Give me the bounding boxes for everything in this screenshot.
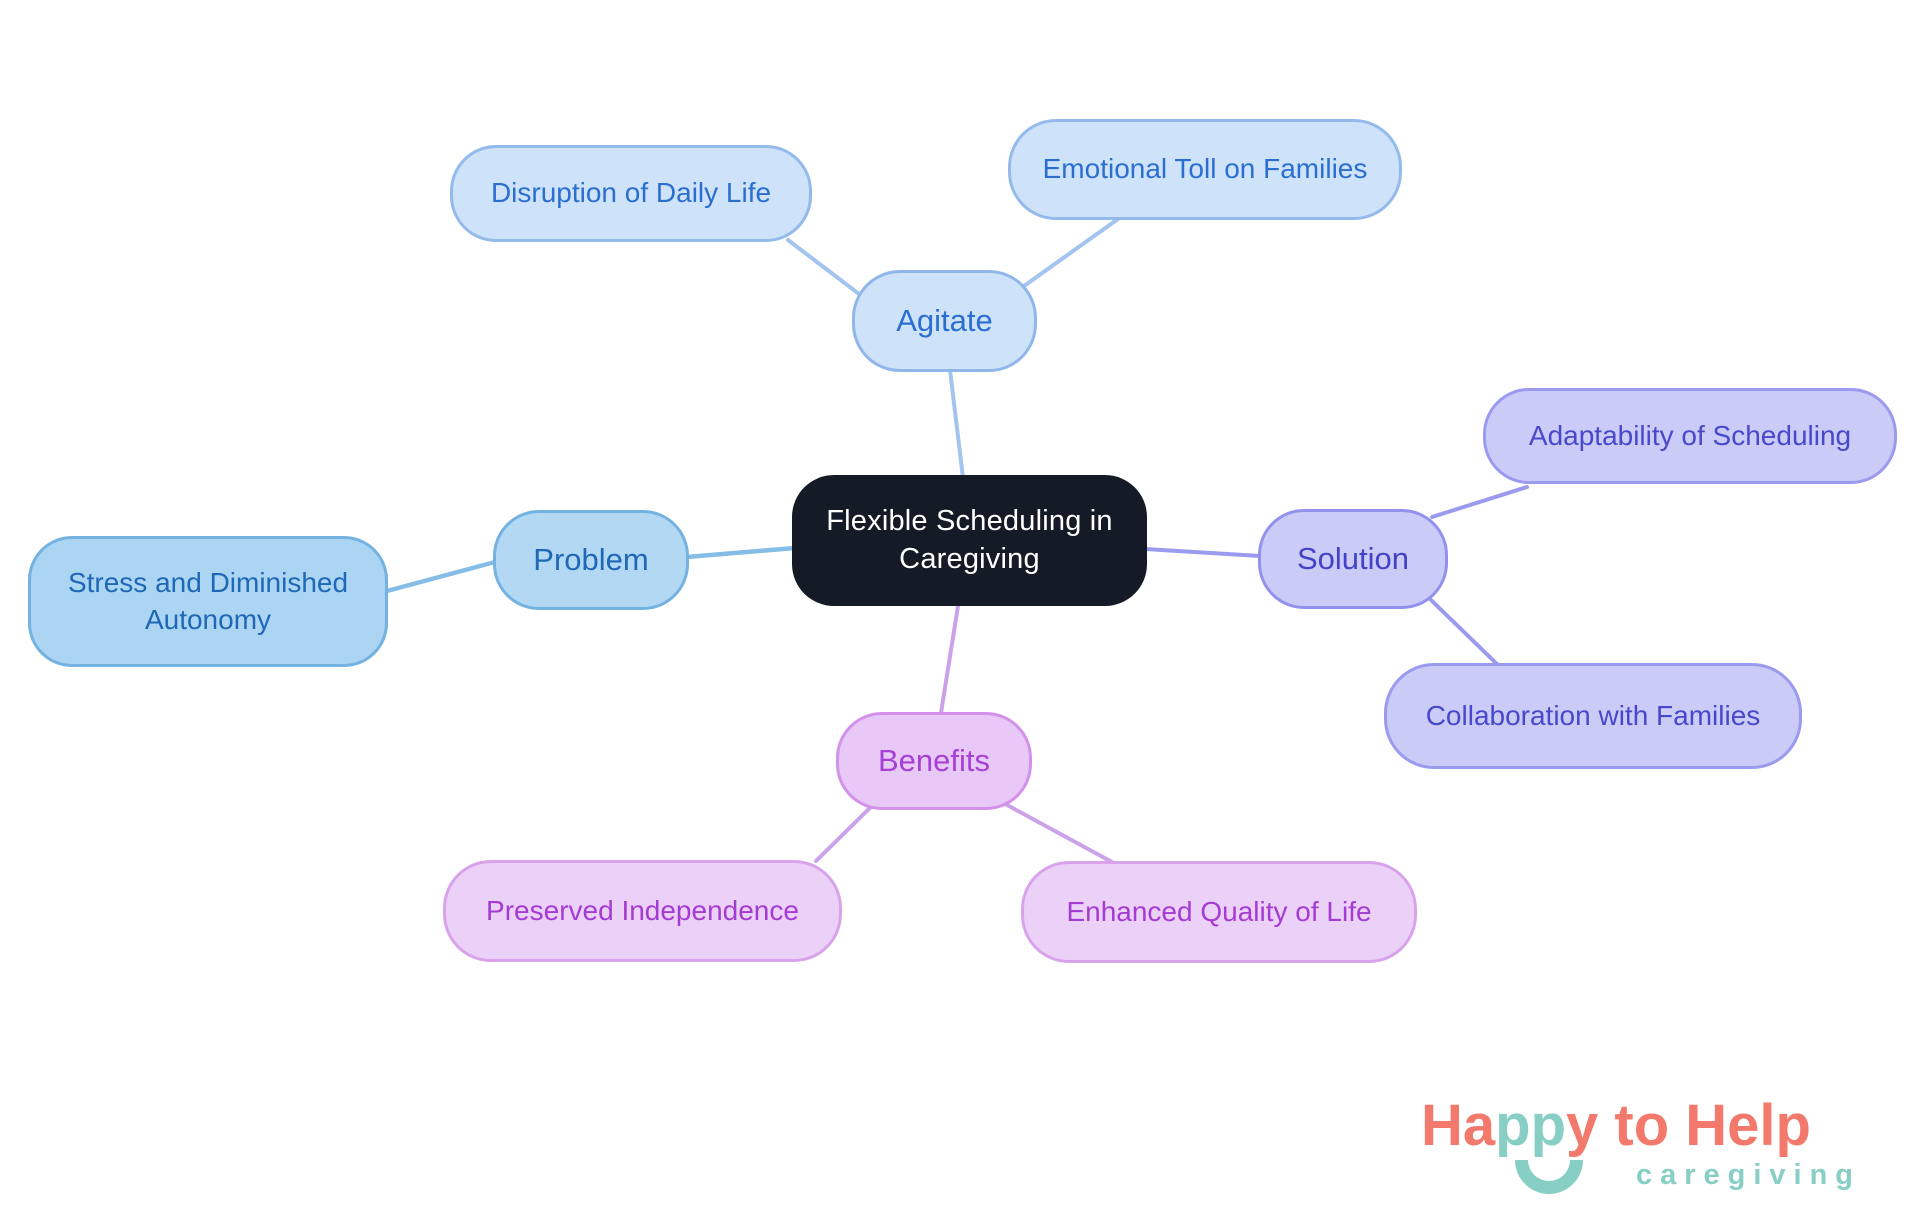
logo-word-pp: pp: [1495, 1093, 1567, 1158]
logo-word-help: Help: [1685, 1093, 1811, 1158]
node-adaptability-of-scheduling: Adaptability of Scheduling: [1483, 388, 1897, 484]
edge-stress-problem: [384, 559, 498, 594]
node-emotional-toll-on-families-label: Emotional Toll on Families: [1042, 153, 1368, 185]
edge-disruption-agitate: [786, 238, 865, 299]
node-benefits-label: Benefits: [877, 742, 990, 778]
node-agitate: Agitate: [852, 270, 1037, 372]
node-agitate-label: Agitate: [896, 302, 993, 338]
edge-center-benefits: [939, 604, 960, 715]
node-preserved-independence-label: Preserved Independence: [486, 894, 799, 926]
edge-benefits-enhanced: [994, 797, 1114, 864]
edge-solution-adaptability: [1430, 485, 1529, 519]
node-emotional-toll-on-families: Emotional Toll on Families: [1008, 119, 1402, 220]
node-collaboration-with-families-label: Collaboration with Families: [1425, 699, 1761, 731]
node-solution-label: Solution: [1296, 540, 1410, 576]
node-adaptability-of-scheduling-label: Adaptability of Scheduling: [1528, 419, 1852, 451]
edge-emotional-agitate: [1022, 217, 1120, 288]
node-enhanced-quality-of-life: Enhanced Quality of Life: [1021, 861, 1417, 963]
node-problem: Problem: [493, 510, 689, 610]
node-stress-and-diminished-autonomy-label: Stress and Diminished Autonomy: [67, 567, 349, 635]
node-central-topic-label: Flexible Scheduling in Caregiving: [826, 504, 1113, 575]
node-problem-label: Problem: [533, 541, 649, 577]
node-benefits: Benefits: [836, 712, 1032, 810]
node-enhanced-quality-of-life-label: Enhanced Quality of Life: [1066, 895, 1372, 927]
node-preserved-independence: Preserved Independence: [443, 860, 842, 962]
edge-problem-center: [684, 545, 798, 560]
node-central-topic: Flexible Scheduling in Caregiving: [792, 475, 1147, 606]
logo-wordmark: Happy to Help: [1421, 1093, 1867, 1194]
edge-center-solution: [1143, 547, 1262, 558]
edge-solution-collaboration: [1428, 597, 1501, 668]
node-disruption-of-daily-life: Disruption of Daily Life: [450, 145, 812, 242]
logo-subtitle: caregiving: [1635, 1158, 1861, 1191]
logo-word-ha: Ha: [1421, 1093, 1496, 1158]
happy-to-help-logo: Happy to Help caregiving: [1421, 1093, 1867, 1194]
node-disruption-of-daily-life-label: Disruption of Daily Life: [490, 177, 772, 209]
node-collaboration-with-families: Collaboration with Families: [1384, 663, 1802, 769]
node-solution: Solution: [1258, 509, 1448, 609]
edge-agitate-center: [948, 368, 965, 480]
node-stress-and-diminished-autonomy: Stress and Diminished Autonomy: [28, 536, 388, 667]
edge-benefits-preserved: [814, 796, 882, 863]
logo-word-to: to: [1614, 1093, 1686, 1158]
logo-word-y: y: [1566, 1093, 1615, 1158]
